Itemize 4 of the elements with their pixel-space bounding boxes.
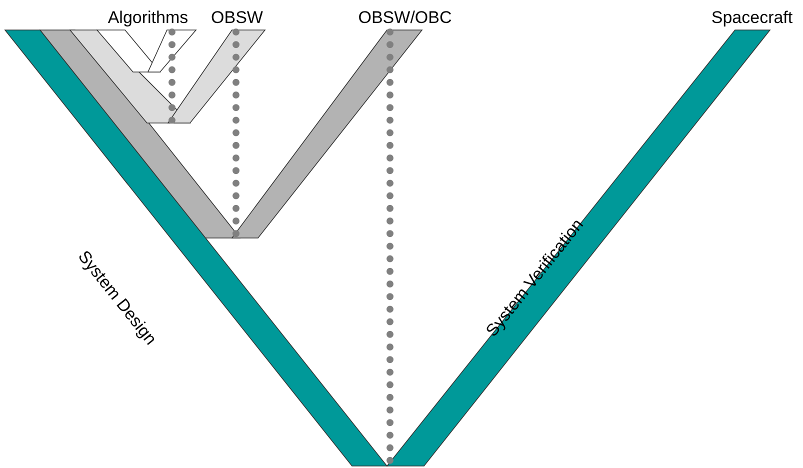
level-label: OBSW xyxy=(211,8,263,28)
level-label: Algorithms xyxy=(108,8,188,28)
level-label: Spacecraft xyxy=(711,8,793,28)
level-label: OBSW/OBC xyxy=(358,8,452,28)
